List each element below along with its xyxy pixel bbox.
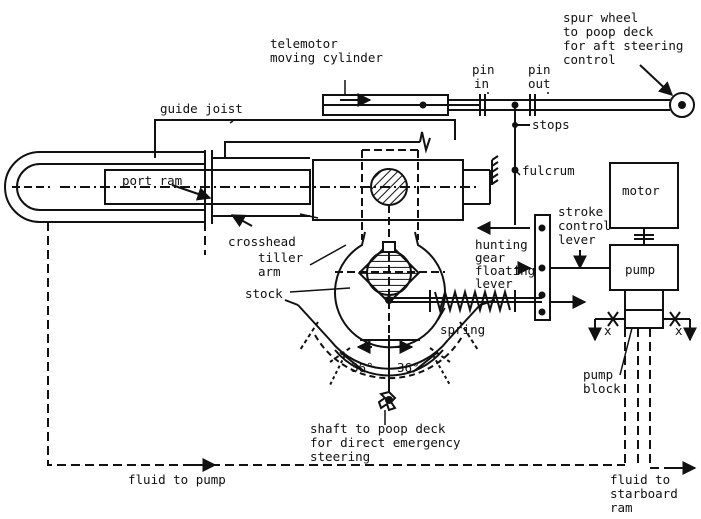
telemotor-line-1: telemotor xyxy=(270,36,338,51)
angle-left-label: 36° xyxy=(351,360,374,375)
hunting-gear-line-3: floating xyxy=(475,263,535,278)
pump-box xyxy=(609,244,679,291)
spur-wheel-line-4: control xyxy=(563,52,616,67)
hunting-gear-line-2: gear xyxy=(475,250,506,265)
pump-label: pump xyxy=(625,262,655,277)
coupling xyxy=(634,228,654,245)
tiller-arm-line-1: tiller xyxy=(258,250,304,265)
spur-wheel xyxy=(669,92,695,118)
shaft-line-2: for direct emergency xyxy=(310,435,461,450)
pin-out-line-2: out xyxy=(528,76,551,91)
port-ram-cylinder xyxy=(4,150,310,224)
fulcrum-label: fulcrum xyxy=(522,163,575,178)
spring-linkage xyxy=(385,288,542,314)
control-rod xyxy=(448,94,670,116)
crosshead-pin xyxy=(370,168,408,206)
fluid-to-starboard-line-2: starboard xyxy=(610,486,678,501)
pin-out-line-1: pin xyxy=(528,62,551,77)
stroke-control-line-1: stroke xyxy=(558,204,603,219)
pump-block xyxy=(588,309,697,342)
port-ram xyxy=(60,169,480,205)
stock-label: stock xyxy=(245,286,283,301)
motor-label: motor xyxy=(622,183,660,198)
pin-in-line-1: pin xyxy=(472,62,495,77)
guide-joist-label: guide joist xyxy=(160,101,243,116)
hunting-gear-line-1: hunting xyxy=(475,237,528,252)
shaft-line-1: shaft to poop deck xyxy=(310,421,446,436)
fulcrum-lever xyxy=(491,105,530,225)
hunting-gear-lever xyxy=(534,214,551,321)
pump-block-line-1: pump xyxy=(583,367,613,382)
stops-label: stops xyxy=(532,117,570,132)
fluid-to-starboard-line-1: fluid to xyxy=(610,472,670,487)
spring-label: spring xyxy=(440,322,485,337)
port-ram-label: port ram xyxy=(122,173,182,188)
pump-block-line-2: block xyxy=(583,381,621,396)
angle-right-label: 36° xyxy=(397,360,420,375)
pin-in-line-2: in xyxy=(474,76,489,91)
fluid-to-starboard-line-3: ram xyxy=(610,500,633,515)
telemotor-cylinder xyxy=(322,93,480,116)
spur-wheel-line-1: spur wheel xyxy=(563,10,638,25)
hunting-gear-line-4: lever xyxy=(475,276,513,291)
valve-x-right: x xyxy=(675,323,683,338)
fluid-lines xyxy=(47,222,680,469)
tiller-arm-line-2: arm xyxy=(258,264,281,279)
valve-x-left: x xyxy=(604,323,612,338)
guide-joist xyxy=(154,119,456,158)
crosshead-label: crosshead xyxy=(228,234,296,249)
stroke-control-line-3: lever xyxy=(558,232,596,247)
shaft-line-3: steering xyxy=(310,449,370,464)
leader-lines xyxy=(229,80,633,425)
spur-wheel-line-2: to poop deck xyxy=(563,24,654,39)
spur-wheel-line-3: for aft steering xyxy=(563,38,683,53)
emergency-shaft xyxy=(385,396,393,404)
telemotor-line-2: moving cylinder xyxy=(270,50,383,65)
fluid-to-pump-label: fluid to pump xyxy=(128,472,226,487)
stroke-control-line-2: control xyxy=(558,218,611,233)
